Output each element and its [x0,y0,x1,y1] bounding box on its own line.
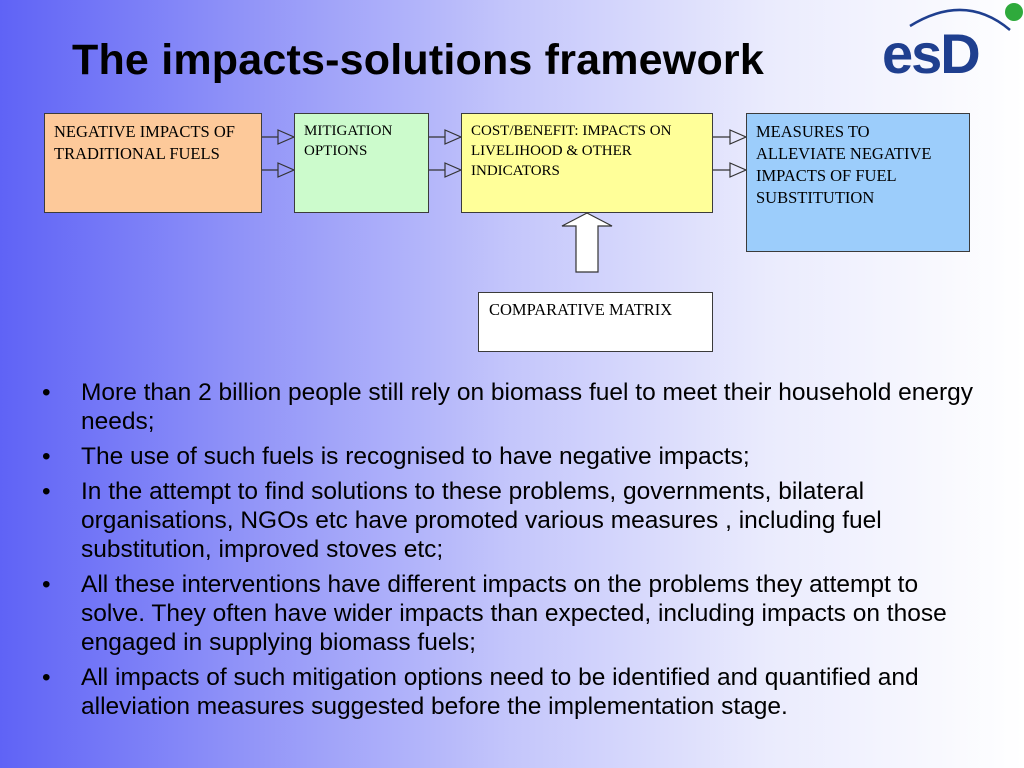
bullet-item: More than 2 billion people still rely on… [38,378,983,436]
bullet-item: All impacts of such mitigation options n… [38,663,983,721]
arrow-neg-to-mitigation-upper [262,129,296,145]
box-negative-impacts: NEGATIVE IMPACTS OF TRADITIONAL FUELS [44,113,262,213]
arrow-neg-to-mitigation-lower [262,162,296,178]
box-mitigation-options: MITIGATION OPTIONS [294,113,429,213]
box-cost-benefit: COST/BENEFIT: IMPACTS ON LIVELIHOOD & OT… [461,113,713,213]
slide-title: The impacts-solutions framework [72,36,764,84]
box-measures: MEASURES TO ALLEVIATE NEGATIVE IMPACTS O… [746,113,970,252]
arrow-comparative-to-cost [561,212,613,273]
esd-logo: esD [870,0,1024,100]
bullet-list: More than 2 billion people still rely on… [38,378,983,727]
logo-dot-icon [1005,3,1023,21]
bullet-item: All these interventions have different i… [38,570,983,657]
bullet-item: In the attempt to find solutions to thes… [38,477,983,564]
box-comparative-matrix: COMPARATIVE MATRIX [478,292,713,352]
logo-swoosh-icon [909,3,1023,31]
arrow-cost-to-measures-upper [713,129,748,145]
bullet-item: The use of such fuels is recognised to h… [38,442,983,471]
arrow-mitigation-to-cost-upper [429,129,463,145]
logo-text: esD [882,22,981,85]
arrow-cost-to-measures-lower [713,162,748,178]
arrow-mitigation-to-cost-lower [429,162,463,178]
